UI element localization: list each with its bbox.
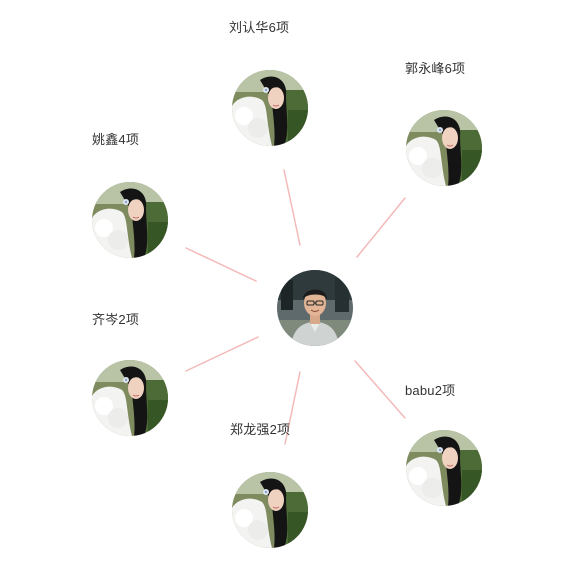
- person-avatar-icon: [406, 110, 482, 186]
- member-label-babu: babu2项: [405, 383, 456, 398]
- person-avatar-icon: [92, 182, 168, 258]
- member-avatar-zheng[interactable]: [232, 472, 308, 548]
- person-avatar-icon: [92, 360, 168, 436]
- member-label-yao: 姚鑫4项: [92, 132, 140, 147]
- member-avatar-guo[interactable]: [406, 110, 482, 186]
- person-avatar-icon: [277, 270, 353, 346]
- person-avatar-icon: [232, 472, 308, 548]
- member-avatar-babu[interactable]: [406, 430, 482, 506]
- link-to-babu: [354, 360, 406, 419]
- member-label-guo: 郭永峰6项: [405, 61, 466, 76]
- link-to-zheng: [284, 371, 301, 445]
- person-avatar-icon: [232, 70, 308, 146]
- member-avatar-liu[interactable]: [232, 70, 308, 146]
- member-label-zheng: 郑龙强2项: [230, 422, 291, 437]
- person-avatar-icon: [406, 430, 482, 506]
- member-avatar-yao[interactable]: [92, 182, 168, 258]
- member-label-qi: 齐岑2项: [92, 312, 140, 327]
- link-to-yao: [185, 247, 257, 282]
- link-to-guo: [356, 197, 406, 258]
- member-avatar-qi[interactable]: [92, 360, 168, 436]
- center-avatar[interactable]: [277, 270, 353, 346]
- link-to-qi: [185, 336, 259, 372]
- link-to-liu: [283, 169, 301, 246]
- member-label-liu: 刘认华6项: [229, 20, 290, 35]
